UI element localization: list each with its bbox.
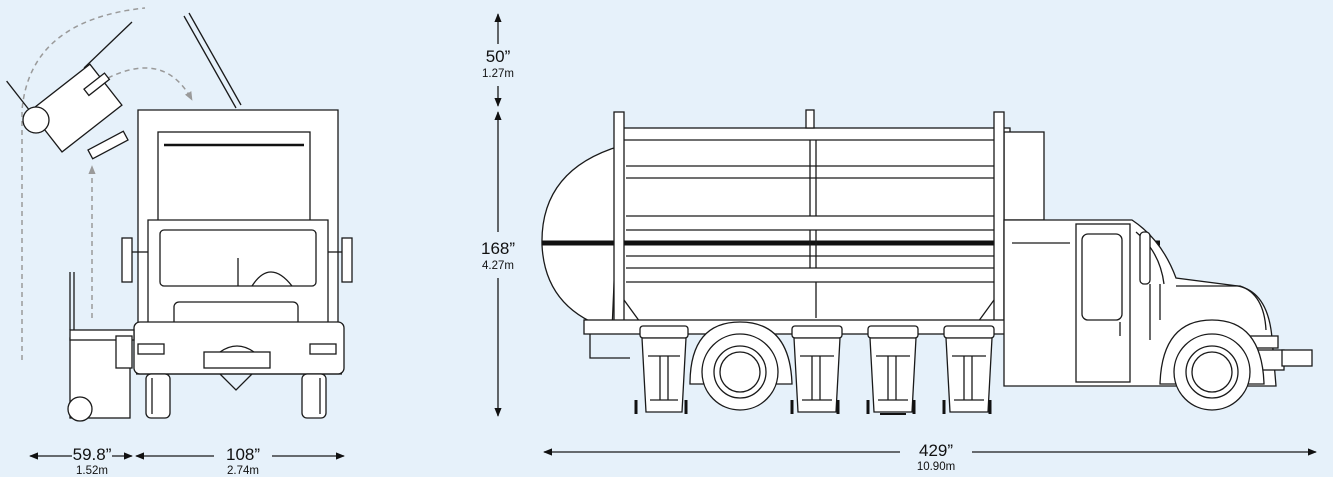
side-bin-1 [634, 325, 689, 414]
width-imperial: 108” [226, 445, 260, 464]
right-mirror [341, 237, 353, 283]
reach-metric: 1.52m [76, 465, 108, 477]
top-vent [805, 109, 815, 129]
side-bin-2 [790, 325, 843, 414]
steering-wheel [251, 271, 293, 287]
arm-bracket [87, 130, 129, 160]
front-wheel [1159, 319, 1265, 411]
tilted-bin [6, 63, 123, 153]
cab-window [1081, 233, 1123, 321]
dump-arrow [107, 67, 193, 101]
side-bin-4 [942, 325, 995, 414]
length-imperial: 429” [919, 441, 953, 460]
rear-post [613, 111, 625, 327]
body-front-box [1003, 131, 1045, 221]
top-clearance-dimension: 50” 1.27m [482, 13, 514, 107]
top-clearance-imperial: 50” [486, 47, 511, 66]
side-bin-3 [866, 325, 919, 415]
height-imperial: 168” [481, 239, 515, 258]
rear-tank-dome [541, 145, 621, 331]
rear-wheel [689, 321, 793, 411]
length-metric: 10.90m [917, 461, 955, 473]
side-view-truck [541, 109, 1313, 415]
tilted-bin-wheel [22, 106, 50, 134]
curb-bin-wheel [67, 396, 93, 422]
reach-imperial: 59.8” [73, 445, 112, 464]
front-upper-panel [157, 131, 311, 223]
lift-arc-path [21, 7, 146, 360]
bumper-tip [1281, 349, 1313, 367]
left-headlight [137, 343, 165, 355]
license-plate [203, 351, 271, 369]
right-headlight [309, 343, 337, 355]
right-tire [301, 373, 327, 419]
hopper-lid [183, 15, 237, 109]
width-metric: 2.74m [227, 465, 259, 477]
height-dimension: 168” 4.27m [481, 111, 515, 417]
arm-gripper [115, 335, 133, 369]
height-metric: 4.27m [482, 260, 514, 272]
curb-bin-lid [69, 329, 135, 341]
front-view-truck [6, 7, 353, 422]
front-post [993, 111, 1005, 327]
left-tire [145, 373, 171, 419]
left-mirror [121, 237, 133, 283]
width-dimension: 108” 2.74m [135, 445, 345, 477]
side-mirror [1139, 231, 1151, 285]
reach-dimension: 59.8” 1.52m [29, 445, 133, 477]
side-body [617, 127, 1011, 325]
top-clearance-metric: 1.27m [482, 68, 514, 80]
length-dimension: 429” 10.90m [543, 441, 1317, 473]
bin-lid-open [83, 21, 133, 69]
